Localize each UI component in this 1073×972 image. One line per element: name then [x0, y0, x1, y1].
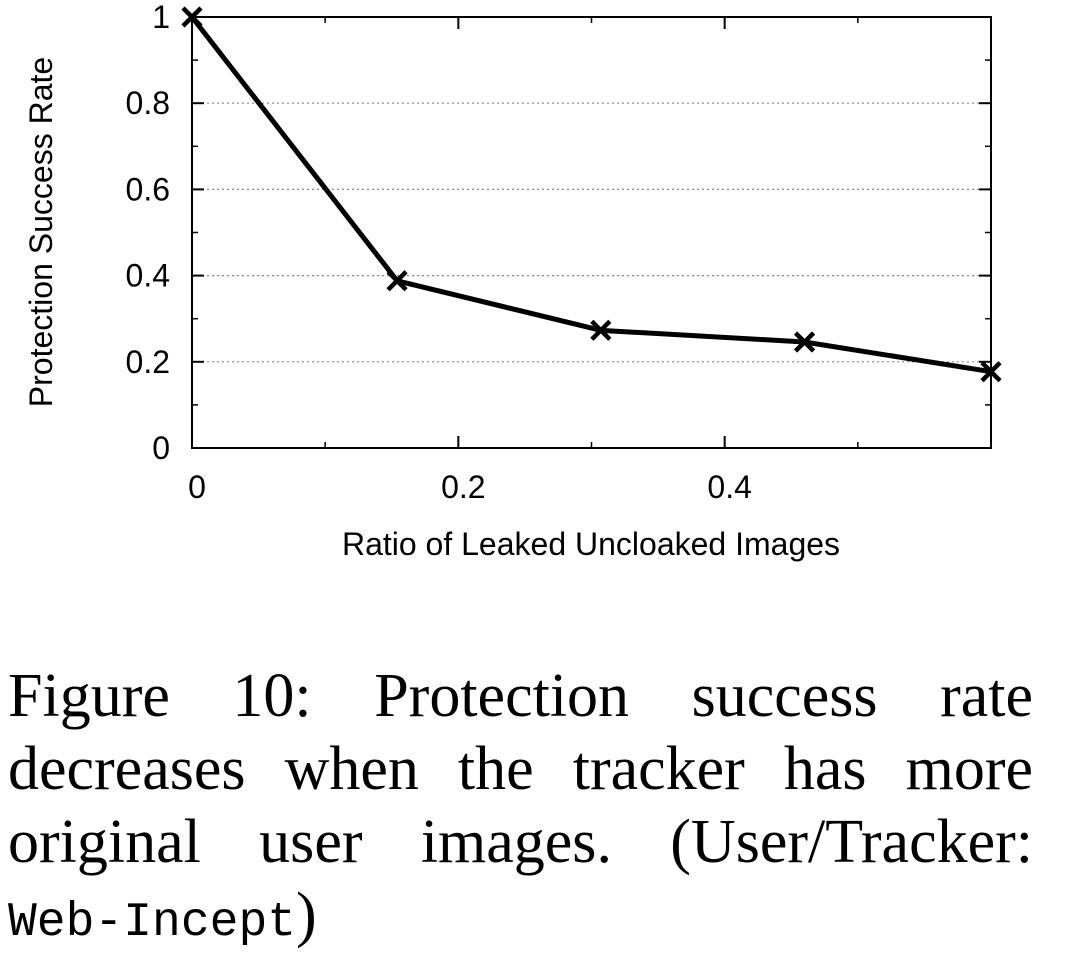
x-tick-labels: 0 0.2 0.4 — [188, 469, 752, 505]
y-tick-label: 0.8 — [126, 85, 170, 121]
figure-caption: Figure 10: Protection success rate decre… — [8, 660, 1033, 960]
y-tick-labels: 0 0.2 0.4 0.6 0.8 1 — [126, 0, 170, 466]
data-point-marker — [181, 6, 203, 28]
chart: 0 0.2 0.4 0.6 0.8 1 0 0.2 0.4 Protection Succes… — [23, 0, 1002, 562]
data-point-marker — [793, 331, 816, 353]
series-line — [190, 15, 992, 375]
minor-ticks — [191, 16, 991, 449]
plot-frame — [191, 16, 992, 449]
data-point-marker — [386, 270, 408, 292]
grid-lines — [192, 102, 991, 363]
x-tick-label: 0 — [188, 469, 206, 505]
series-layer — [181, 6, 1002, 383]
y-tick-label: 0 — [152, 430, 170, 466]
caption-end: ) — [296, 881, 317, 949]
y-tick-label: 1 — [152, 0, 170, 35]
x-axis-title: Ratio of Leaked Uncloaked Images — [342, 526, 840, 562]
y-tick-label: 0.2 — [126, 344, 170, 380]
data-point-marker — [590, 319, 612, 341]
caption-text: Figure 10: Protection success rate decre… — [8, 662, 1033, 876]
y-axis-title: Protection Success Rate — [23, 57, 59, 407]
caption-code: Web-Incept — [8, 896, 297, 950]
y-tick-label: 0.4 — [126, 258, 170, 294]
x-tick-label: 0.2 — [441, 469, 485, 505]
data-point-marker — [980, 361, 1002, 383]
y-tick-label: 0.6 — [126, 171, 170, 207]
x-tick-label: 0.4 — [707, 469, 751, 505]
